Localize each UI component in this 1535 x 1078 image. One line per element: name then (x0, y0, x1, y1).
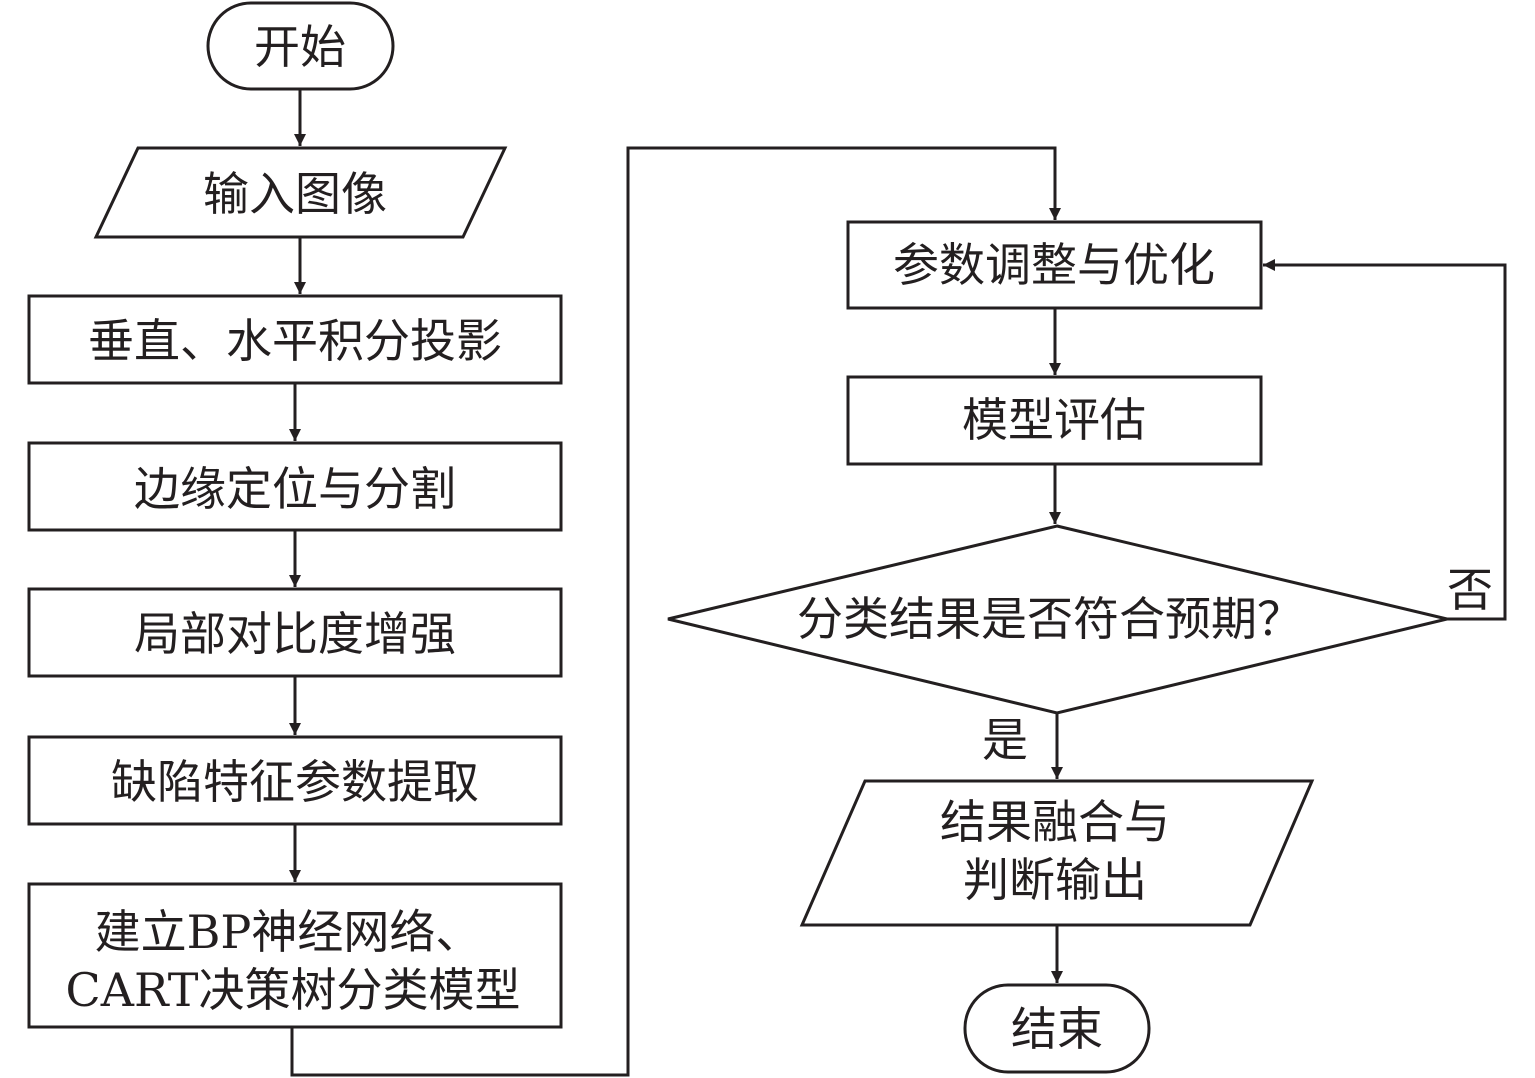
start-label: 开始 (254, 20, 346, 74)
output-label-line1: 结果融合与 (940, 795, 1170, 849)
connector-model-to-tune (290, 146, 1061, 1077)
contrast-label: 局部对比度增强 (134, 607, 456, 661)
output-parallelogram (799, 779, 1315, 927)
model-box (27, 882, 563, 1029)
input-image-parallelogram (93, 146, 508, 239)
decision-label: 分类结果是否符合预期？ (797, 592, 1303, 646)
tune-optimize-box (846, 220, 1263, 310)
edge-segmentation-label: 边缘定位与分割 (134, 462, 456, 516)
model-label-line1: 建立BP神经网络、 (95, 905, 482, 959)
feature-box (27, 735, 563, 826)
tune-optimize-label: 参数调整与优化 (893, 238, 1215, 292)
model-label-line2: CART决策树分类模型 (66, 963, 521, 1017)
evaluate-label: 模型评估 (962, 393, 1146, 447)
no-branch-label: 否 (1447, 563, 1493, 617)
projection-box (27, 294, 563, 385)
connector-no-loop (1263, 259, 1507, 621)
projection-label: 垂直、水平积分投影 (88, 314, 502, 368)
output-label-line2: 判断输出 (963, 853, 1147, 907)
yes-branch-label: 是 (982, 713, 1028, 767)
end-label: 结束 (1011, 1002, 1103, 1056)
input-image-label: 输入图像 (203, 167, 387, 221)
contrast-box (27, 587, 563, 678)
evaluate-box (846, 375, 1263, 466)
end-terminator (963, 983, 1151, 1074)
feature-label: 缺陷特征参数提取 (111, 755, 479, 809)
edge-segmentation-box (27, 441, 563, 532)
